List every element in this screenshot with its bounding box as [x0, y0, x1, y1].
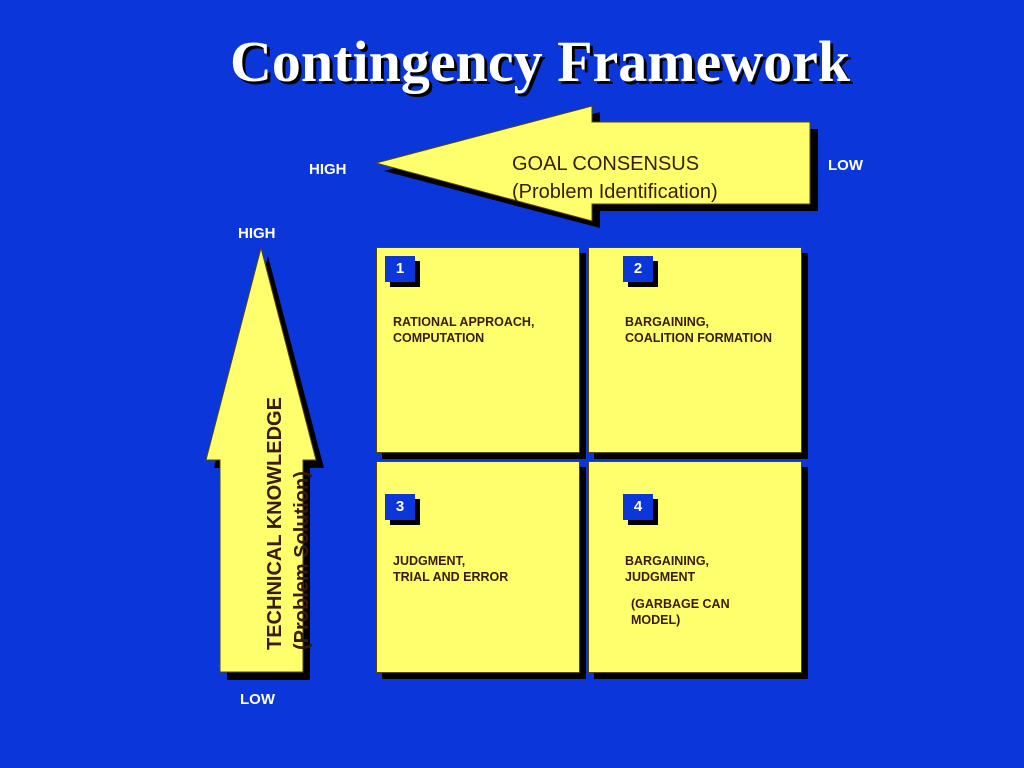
technical-knowledge-label: TECHNICAL KNOWLEDGE (Problem Solution) — [262, 397, 316, 650]
goal-low-label: LOW — [828, 157, 863, 174]
quadrant-3-number: 3 — [385, 494, 415, 520]
goal-consensus-subtitle: (Problem Identification) — [512, 181, 718, 203]
goal-consensus-label: GOAL CONSENSUS (Problem Identification) — [512, 150, 718, 206]
quadrant-4-text: BARGAINING, JUDGMENT — [625, 554, 710, 584]
quadrant-1-number: 1 — [385, 256, 415, 282]
goal-high-label: HIGH — [309, 161, 347, 178]
tech-high-label: HIGH — [238, 225, 276, 242]
quadrant-1: 1 RATIONAL APPROACH, COMPUTATION — [376, 247, 580, 453]
quadrant-4-number: 4 — [623, 494, 653, 520]
quadrant-2: 2 BARGAINING, COALITION FORMATION — [588, 247, 802, 453]
technical-knowledge-arrow — [205, 246, 317, 673]
quadrant-2-number: 2 — [623, 256, 653, 282]
quadrant-4: 4 BARGAINING, JUDGMENT (GARBAGE CAN MODE… — [588, 461, 802, 673]
tech-low-label: LOW — [240, 691, 275, 708]
goal-consensus-title: GOAL CONSENSUS — [512, 153, 700, 175]
quadrant-4-note: (GARBAGE CAN MODEL) — [631, 597, 730, 627]
quadrant-3-text: JUDGMENT, TRIAL AND ERROR — [393, 554, 509, 584]
quadrant-3: 3 JUDGMENT, TRIAL AND ERROR — [376, 461, 580, 673]
technical-knowledge-title: TECHNICAL KNOWLEDGE — [264, 397, 286, 650]
page-title: Contingency Framework — [230, 29, 851, 94]
quadrant-1-text: RATIONAL APPROACH, COMPUTATION — [393, 315, 535, 345]
quadrant-2-text: BARGAINING, COALITION FORMATION — [625, 315, 772, 345]
goal-consensus-arrow — [374, 105, 811, 222]
technical-knowledge-subtitle: (Problem Solution) — [291, 471, 313, 650]
